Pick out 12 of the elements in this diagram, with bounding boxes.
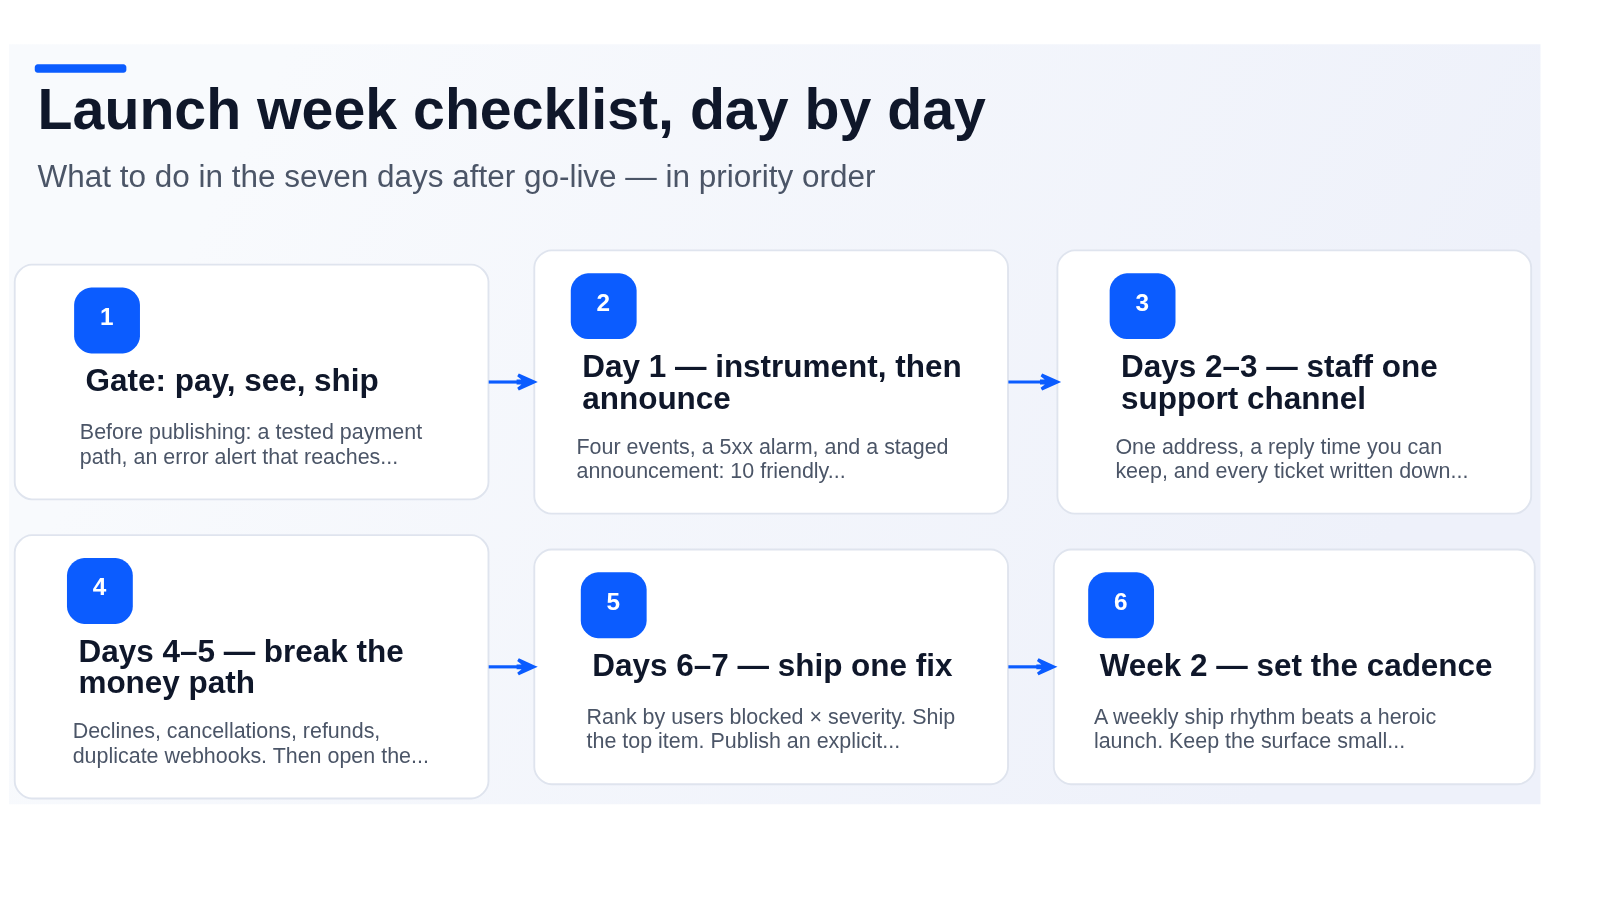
arrow <box>488 658 535 676</box>
node-box: 5 Days 6–7 — ship one fix Rank by users blocked × severity. Ship the top item. Publish an explicit... <box>532 548 1009 786</box>
node-box: 6 Week 2 — set the cadence A weekly ship rhythm beats a heroic launch. Keep the surface small... <box>1052 548 1536 786</box>
node-box: 4 Days 4–5 — break the money path Declines, cancellations, refunds, duplicate webhooks. Then open the... <box>13 534 489 800</box>
arrow <box>1007 373 1059 391</box>
node-box: 1 Gate: pay, see, ship Before publishing: a tested payment path, an error alert that reaches... <box>13 263 489 501</box>
diagram-title: Launch week checklist, day by day <box>37 76 986 141</box>
arrow <box>488 373 535 391</box>
arrow <box>1007 658 1055 676</box>
caption: What to do in the seven days after go-live — in priority order <box>37 158 875 194</box>
node-box: 3 Days 2–3 — staff one support channel One address, a reply time you can keep, and every ticket written down... <box>1056 249 1532 515</box>
node-box: 2 Day 1 — instrument, then announce Four events, a 5xx alarm, and a staged announcement: 10 friendly... <box>532 249 1009 515</box>
